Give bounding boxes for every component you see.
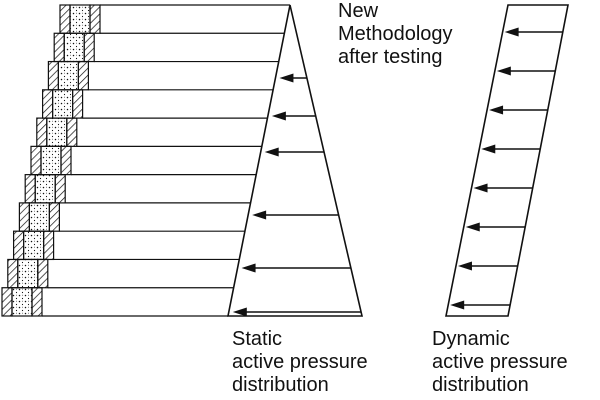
- wall-facing-unit: [1, 287, 13, 317]
- new-methodology-label: New Methodology after testing: [338, 0, 453, 69]
- wall-infill-unit: [69, 4, 91, 34]
- wall-facing-unit: [83, 32, 95, 63]
- arrowhead: [473, 183, 488, 193]
- arrowhead: [279, 73, 294, 83]
- dynamic-pressure-arrow: [473, 183, 533, 193]
- dynamic-label-line-2: active pressure: [432, 351, 568, 373]
- new-methodology-line-2: Methodology: [338, 23, 453, 45]
- static-pressure-arrow: [264, 147, 325, 157]
- wall-facing-unit: [66, 117, 78, 147]
- static-pressure-arrow: [279, 73, 307, 83]
- wall-infill-unit: [51, 89, 74, 119]
- static-label-line-1: Static: [232, 328, 283, 350]
- static-label-line-2: active pressure: [232, 351, 368, 373]
- dynamic-pressure-arrow: [496, 66, 556, 76]
- wall-facing-unit: [18, 202, 30, 232]
- static-pressure-arrow: [232, 307, 362, 317]
- static-label-line-3: distribution: [232, 374, 329, 396]
- dynamic-pressure-arrows: [450, 27, 563, 310]
- new-methodology-line-3: after testing: [338, 46, 443, 68]
- wall-facing-unit: [89, 4, 101, 34]
- wall-facing-unit: [30, 145, 42, 176]
- arrowhead: [504, 27, 519, 37]
- static-pressure-arrow: [271, 111, 316, 121]
- wall-facing-unit: [24, 174, 36, 204]
- new-methodology-line-1: New: [338, 0, 379, 22]
- wall-facing-unit: [31, 287, 43, 317]
- arrowhead: [264, 147, 279, 157]
- wall-facing-unit: [54, 174, 66, 204]
- wall-facing-unit: [36, 117, 48, 147]
- static-pressure-triangle: [227, 4, 364, 317]
- wall-infill-unit: [40, 145, 62, 176]
- arrowhead: [489, 105, 504, 115]
- arrowhead: [232, 307, 247, 317]
- dynamic-pressure-parallelogram: [445, 4, 569, 317]
- dynamic-pressure-arrow: [481, 144, 541, 154]
- dynamic-pressure-arrow: [489, 105, 548, 115]
- dynamic-pressure-arrow: [504, 27, 563, 37]
- wall-facing-unit: [60, 145, 72, 176]
- arrowhead: [481, 144, 496, 154]
- wall-facing-unit: [59, 4, 71, 34]
- wall-facing-unit: [41, 89, 54, 119]
- wall-facing-unit: [71, 89, 84, 119]
- arrowhead: [450, 300, 465, 310]
- wall-facing-unit: [48, 202, 61, 232]
- arrowhead: [496, 66, 511, 76]
- wall-facing-unit: [42, 230, 55, 261]
- wall-facing-unit: [77, 60, 90, 91]
- dynamic-pressure-arrow: [465, 222, 526, 232]
- wall-infill-unit: [11, 287, 33, 317]
- dynamic-label-line-1: Dynamic: [432, 328, 510, 350]
- dynamic-pressure-label: Dynamic active pressure distribution: [432, 328, 568, 397]
- wall-infill-unit: [57, 60, 80, 91]
- wall-infill-unit: [17, 258, 39, 289]
- static-pressure-arrow: [241, 263, 351, 273]
- wall-infill-unit: [46, 117, 68, 147]
- wall-facing-unit: [47, 60, 60, 91]
- static-pressure-arrow: [252, 210, 339, 220]
- dynamic-label-line-3: distribution: [432, 374, 529, 396]
- static-pressure-label: Static active pressure distribution: [232, 328, 368, 397]
- segmental-retaining-wall: [1, 4, 101, 317]
- reinforcement-layers: [42, 4, 290, 317]
- wall-facing-unit: [13, 230, 25, 261]
- wall-facing-unit: [37, 258, 49, 289]
- wall-infill-unit: [28, 202, 50, 232]
- arrowhead: [457, 261, 472, 271]
- dynamic-pressure-arrow: [450, 300, 511, 310]
- arrowhead: [271, 111, 286, 121]
- wall-infill-unit: [23, 230, 45, 261]
- arrowhead: [465, 222, 480, 232]
- arrowhead: [241, 263, 256, 273]
- wall-facing-unit: [7, 258, 19, 289]
- wall-infill-unit: [34, 174, 56, 204]
- dynamic-pressure-arrow: [457, 261, 518, 271]
- wall-infill-unit: [63, 32, 85, 63]
- wall-facing-unit: [53, 32, 65, 63]
- arrowhead: [252, 210, 267, 220]
- static-pressure-arrows: [232, 73, 362, 317]
